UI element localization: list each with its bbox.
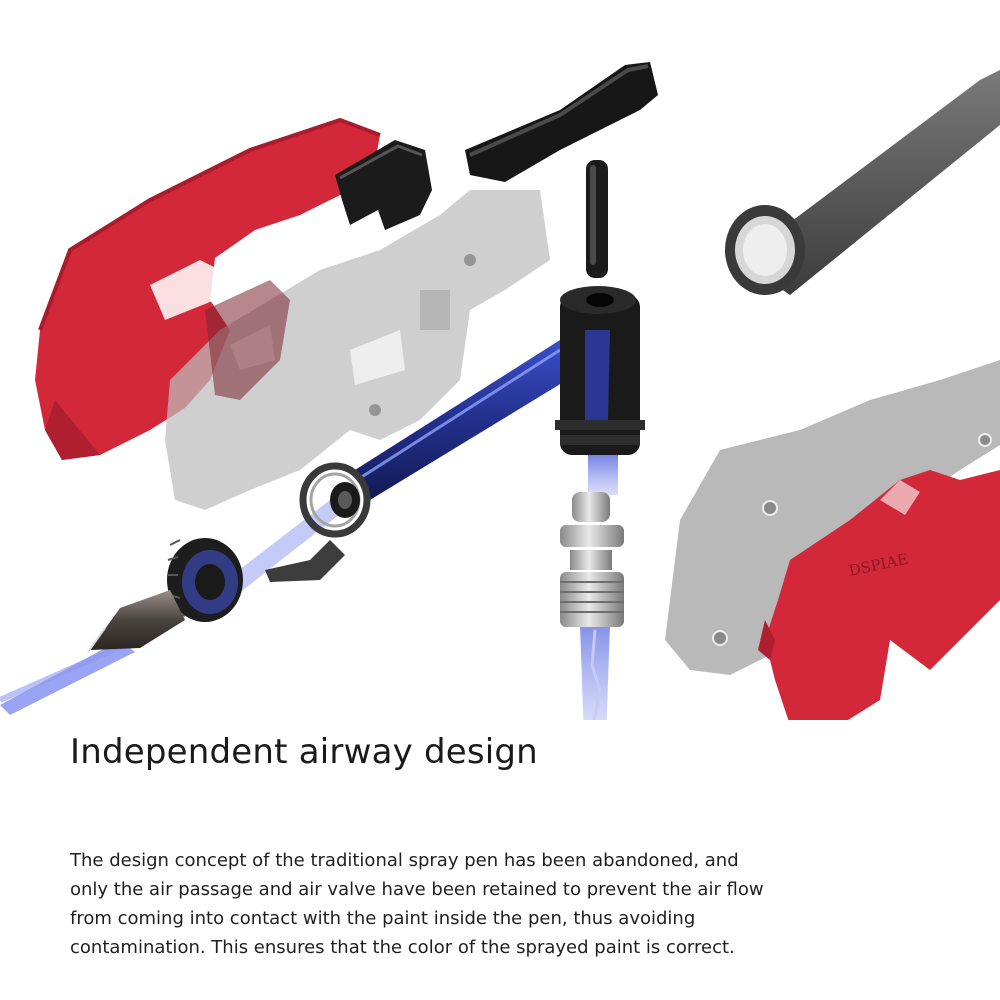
description-line: from coming into contact with the paint … <box>70 908 696 929</box>
black-handle-cover <box>465 62 658 182</box>
right-pen-assembly: DSPIAE <box>665 360 1000 720</box>
exploded-view-illustration: DSPIAE <box>0 62 1000 720</box>
description-line: contamination. This ensures that the col… <box>70 937 735 958</box>
grey-handle-tube <box>725 70 1000 295</box>
black-pin <box>586 160 608 278</box>
page-title: Independent airway design <box>70 732 538 772</box>
description-paragraph: The design concept of the traditional sp… <box>70 846 950 962</box>
blue-air-tube <box>355 340 575 500</box>
metal-valve-fitting <box>560 492 624 627</box>
air-valve-body <box>555 286 645 455</box>
black-trigger-cap <box>335 140 432 230</box>
airflow-beams <box>0 450 618 720</box>
spray-nozzle <box>87 590 185 653</box>
knurled-nut <box>167 538 243 622</box>
metal-ring-clip <box>265 462 371 582</box>
description-line: only the air passage and air valve have … <box>70 879 764 900</box>
description-line: The design concept of the traditional sp… <box>70 850 739 871</box>
shell-overlap-shadow <box>205 280 290 400</box>
left-red-shell <box>35 117 381 460</box>
